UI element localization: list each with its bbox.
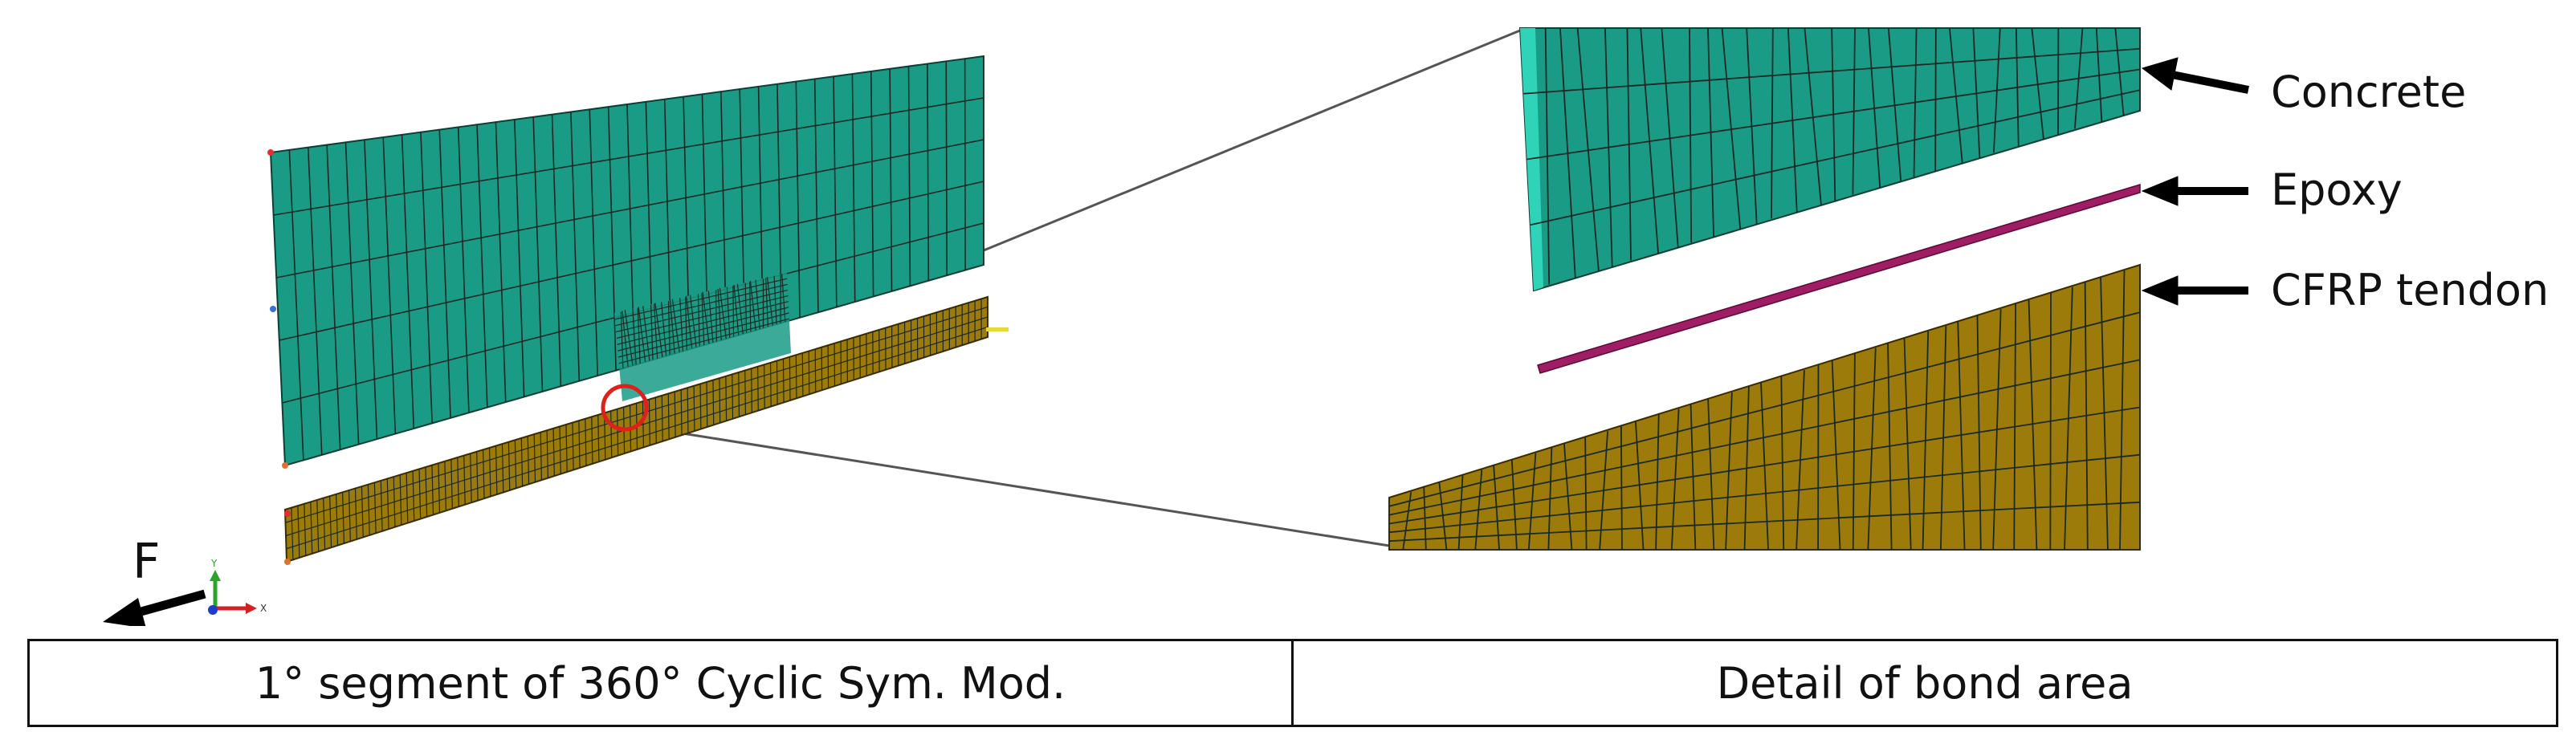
coordinate-triad-icon <box>208 570 257 615</box>
detail-cfrp-tendon-block <box>1388 263 2141 551</box>
boundary-markers <box>267 149 1009 565</box>
callout-label-concrete: Concrete <box>2271 67 2466 117</box>
caption-right: Detail of bond area <box>1716 657 2134 709</box>
callout-label-epoxy: Epoxy <box>2271 165 2403 215</box>
fe-model-figure: Concrete Epoxy CFRP tendon F Y X <box>103 27 2549 626</box>
triad-y-label: Y <box>210 558 218 569</box>
triad-x-label: X <box>260 603 267 614</box>
zoom-guide-line-lower <box>682 432 1390 547</box>
bond-area-highlight-circle <box>601 384 649 432</box>
caption-left: 1° segment of 360° Cyclic Sym. Mod. <box>30 641 1294 725</box>
detail-concrete-block <box>1518 27 2141 292</box>
caption-table: 1° segment of 360° Cyclic Sym. Mod. Deta… <box>27 639 2558 727</box>
left-concrete-panel <box>269 55 984 467</box>
force-arrow <box>103 589 206 626</box>
detail-epoxy-layer <box>1537 183 2141 374</box>
force-label: F <box>132 534 161 590</box>
left-tendon-bar <box>283 295 988 563</box>
zoom-guide-line-upper <box>983 29 1521 252</box>
callout-label-cfrp-tendon: CFRP tendon <box>2271 265 2549 315</box>
callout-arrows <box>2141 57 2249 306</box>
